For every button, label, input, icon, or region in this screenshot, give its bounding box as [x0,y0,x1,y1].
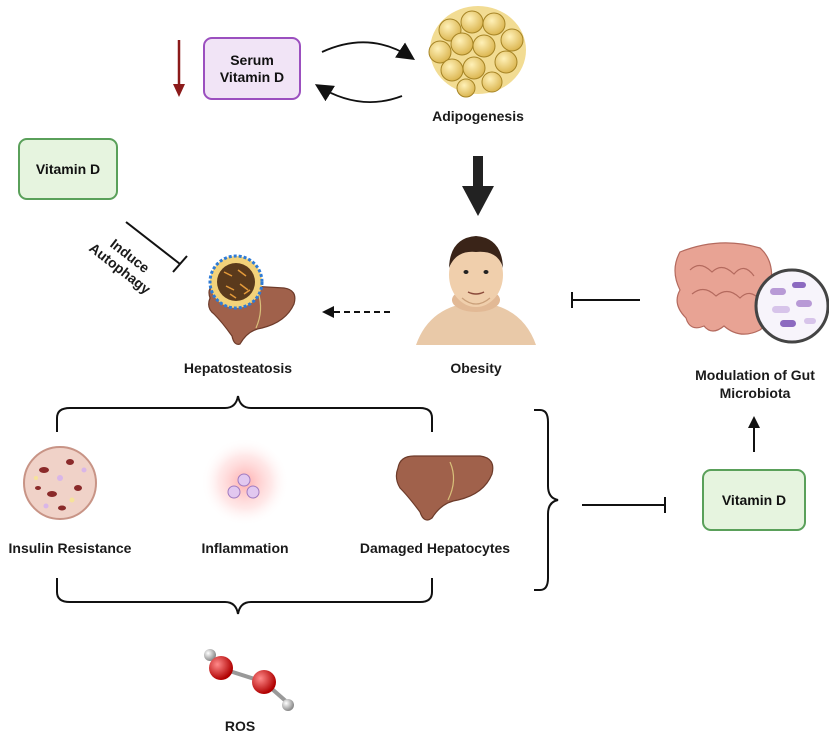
modulation-gut-label: Modulation of Gut Microbiota [695,367,815,401]
obesity-label: Obesity [450,360,502,376]
insulin-resistance-label: Insulin Resistance [8,540,132,556]
cycle-arrows-icon [314,41,415,103]
vitamin-d-box-top: Vitamin D [18,138,118,200]
inflammation-icon [201,438,289,526]
up-arrow [748,416,760,452]
ros-label: ROS [224,718,256,734]
insulin-resistance-cell-icon [23,446,97,520]
inflammation-label: Inflammation [201,540,289,556]
top-brace [56,395,433,432]
thick-down-arrow-icon [462,156,494,216]
hepatosteatosis-label: Hepatosteatosis [183,360,293,376]
bottom-brace [56,578,433,615]
fatty-liver-icon [208,254,296,345]
dashed-arrow [322,306,390,318]
inhibit-obesity-line [571,292,640,308]
inhibit-autophagy-line [125,221,188,273]
adipogenesis-label: Adipogenesis [432,108,524,124]
serum-vitamin-d-box: Serum Vitamin D [203,37,301,100]
fat-cells-icon [428,6,526,98]
right-brace [534,409,559,591]
damaged-liver-icon [395,455,494,521]
obese-person-icon [416,236,536,345]
decrease-arrow-icon [173,40,185,97]
inhibit-vitamin-line [582,497,666,513]
vitamin-d-box-right: Vitamin D [702,469,806,531]
ros-molecule-icon [204,649,294,711]
damaged-hepatocytes-label: Damaged Hepatocytes [359,540,511,556]
intestine-icon [674,242,829,344]
